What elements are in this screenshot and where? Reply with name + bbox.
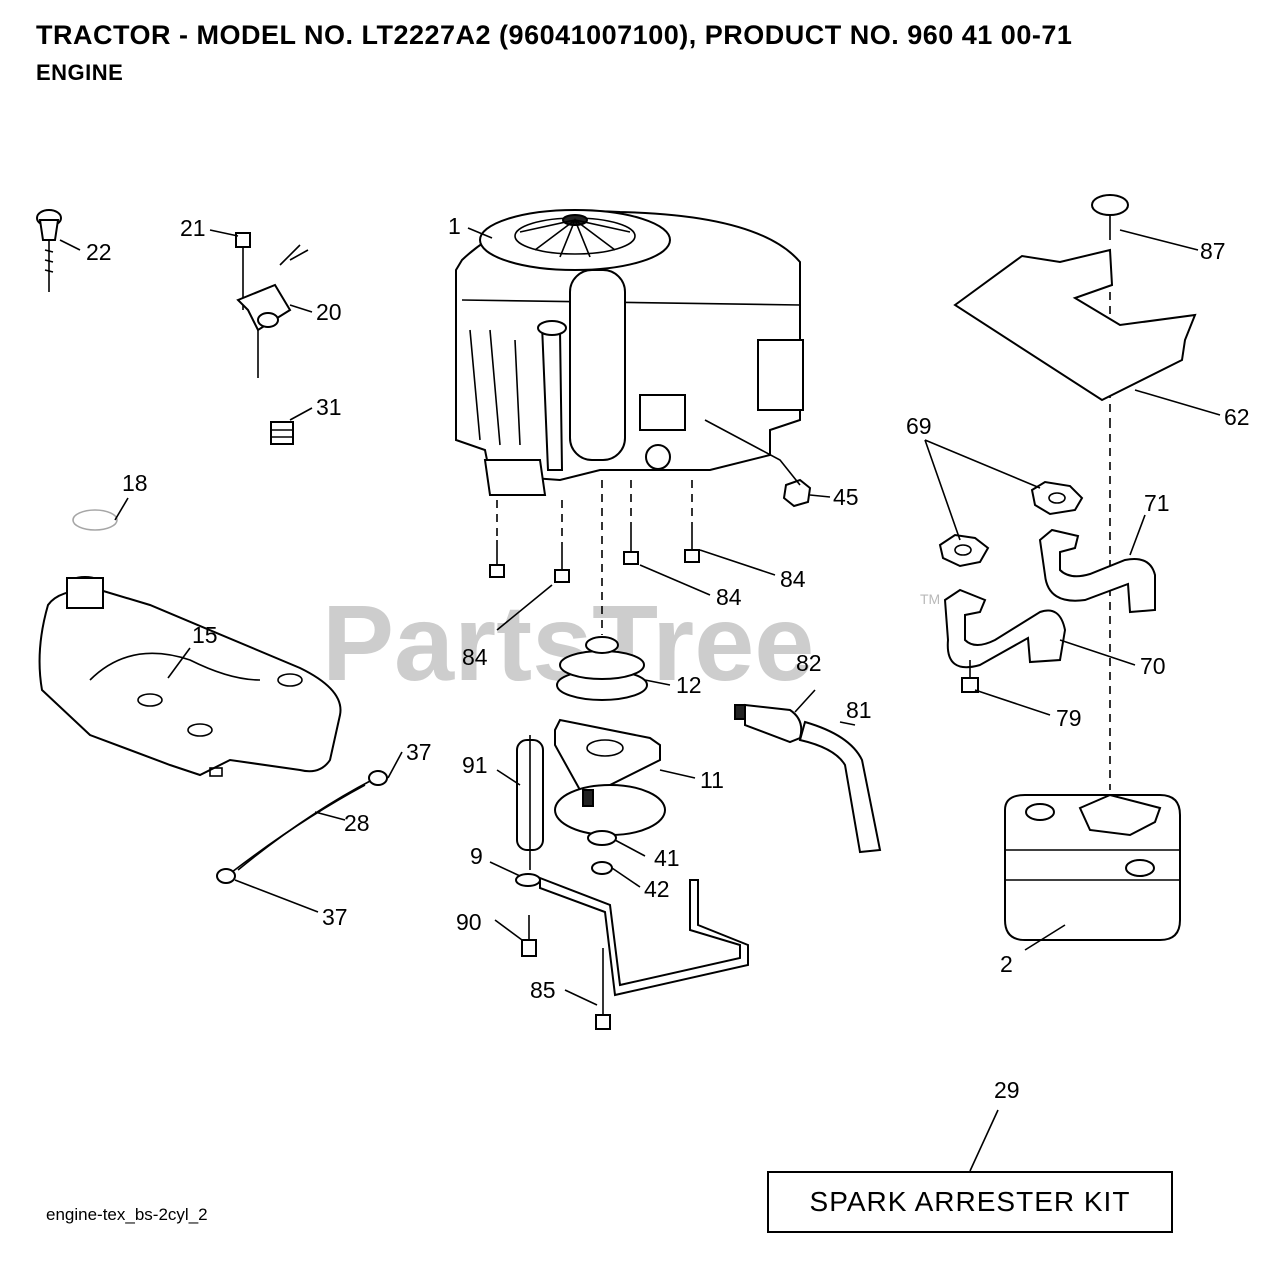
page-subtitle: ENGINE xyxy=(36,60,124,85)
fuel-line-part[interactable] xyxy=(216,770,388,884)
spacer-part[interactable] xyxy=(516,735,544,870)
callout-81: 81 xyxy=(846,697,872,723)
exhaust-pipe-71[interactable] xyxy=(1038,528,1156,614)
callout-12: 12 xyxy=(676,672,702,698)
throttle-bracket-part[interactable] xyxy=(235,232,309,378)
fuel-tank-part[interactable] xyxy=(38,576,342,777)
callout-85: 85 xyxy=(530,977,556,1003)
callout-29: 29 xyxy=(994,1077,1020,1103)
diagram-code: engine-tex_bs-2cyl_2 xyxy=(46,1205,208,1224)
callout-42: 42 xyxy=(644,876,670,902)
callout-31: 31 xyxy=(316,394,342,420)
callout-20: 20 xyxy=(316,299,342,325)
callout-84-a: 84 xyxy=(462,644,488,670)
washers-part[interactable] xyxy=(587,830,617,875)
callout-21: 21 xyxy=(180,215,206,241)
page-title: TRACTOR - MODEL NO. LT2227A2 (9604100710… xyxy=(36,20,1073,50)
muffler-part[interactable] xyxy=(1004,793,1181,941)
engine-part[interactable] xyxy=(455,209,804,496)
callout-71: 71 xyxy=(1144,490,1170,516)
cap-part[interactable] xyxy=(72,509,118,531)
callout-37-a: 37 xyxy=(406,739,432,765)
callout-22: 22 xyxy=(86,239,112,265)
clutch-part[interactable] xyxy=(554,718,666,836)
fuel-filter-part[interactable] xyxy=(734,703,803,744)
exhaust-pipe-70[interactable] xyxy=(943,588,1067,669)
callout-15: 15 xyxy=(192,622,218,648)
shield-bolt-part[interactable] xyxy=(1091,194,1129,240)
knob-part[interactable] xyxy=(36,209,62,292)
gaskets-part[interactable] xyxy=(938,480,1084,568)
pulley-part[interactable] xyxy=(556,636,648,701)
callout-79: 79 xyxy=(1056,705,1082,731)
callout-84-c: 84 xyxy=(780,566,806,592)
nut-part[interactable] xyxy=(270,421,294,445)
spark-arrester-kit-label: SPARK ARRESTER KIT xyxy=(809,1186,1131,1217)
spark-arrester-kit-box[interactable]: SPARK ARRESTER KIT xyxy=(767,1171,1173,1233)
heat-shield-part[interactable] xyxy=(953,248,1197,402)
callout-87: 87 xyxy=(1200,238,1226,264)
callout-90: 90 xyxy=(456,909,482,935)
callout-45: 45 xyxy=(833,484,859,510)
callout-1: 1 xyxy=(448,213,461,239)
nut-45[interactable] xyxy=(782,478,812,508)
callout-18: 18 xyxy=(122,470,148,496)
watermark-trademark: TM xyxy=(920,591,940,607)
callout-9: 9 xyxy=(470,843,483,869)
callout-11: 11 xyxy=(700,767,724,793)
callout-37-b: 37 xyxy=(322,904,348,930)
callout-62: 62 xyxy=(1224,404,1250,430)
callout-82: 82 xyxy=(796,650,822,676)
callout-69: 69 xyxy=(906,413,932,439)
bolt-79[interactable] xyxy=(961,660,979,693)
bolts-84[interactable] xyxy=(489,528,700,583)
callout-41: 41 xyxy=(654,845,680,871)
callout-84-b: 84 xyxy=(716,584,742,610)
callout-70: 70 xyxy=(1140,653,1166,679)
brace-part[interactable] xyxy=(515,873,749,1030)
callout-2: 2 xyxy=(1000,951,1013,977)
callout-91: 91 xyxy=(462,752,488,778)
callout-28: 28 xyxy=(344,810,370,836)
hose-part[interactable] xyxy=(798,720,882,854)
